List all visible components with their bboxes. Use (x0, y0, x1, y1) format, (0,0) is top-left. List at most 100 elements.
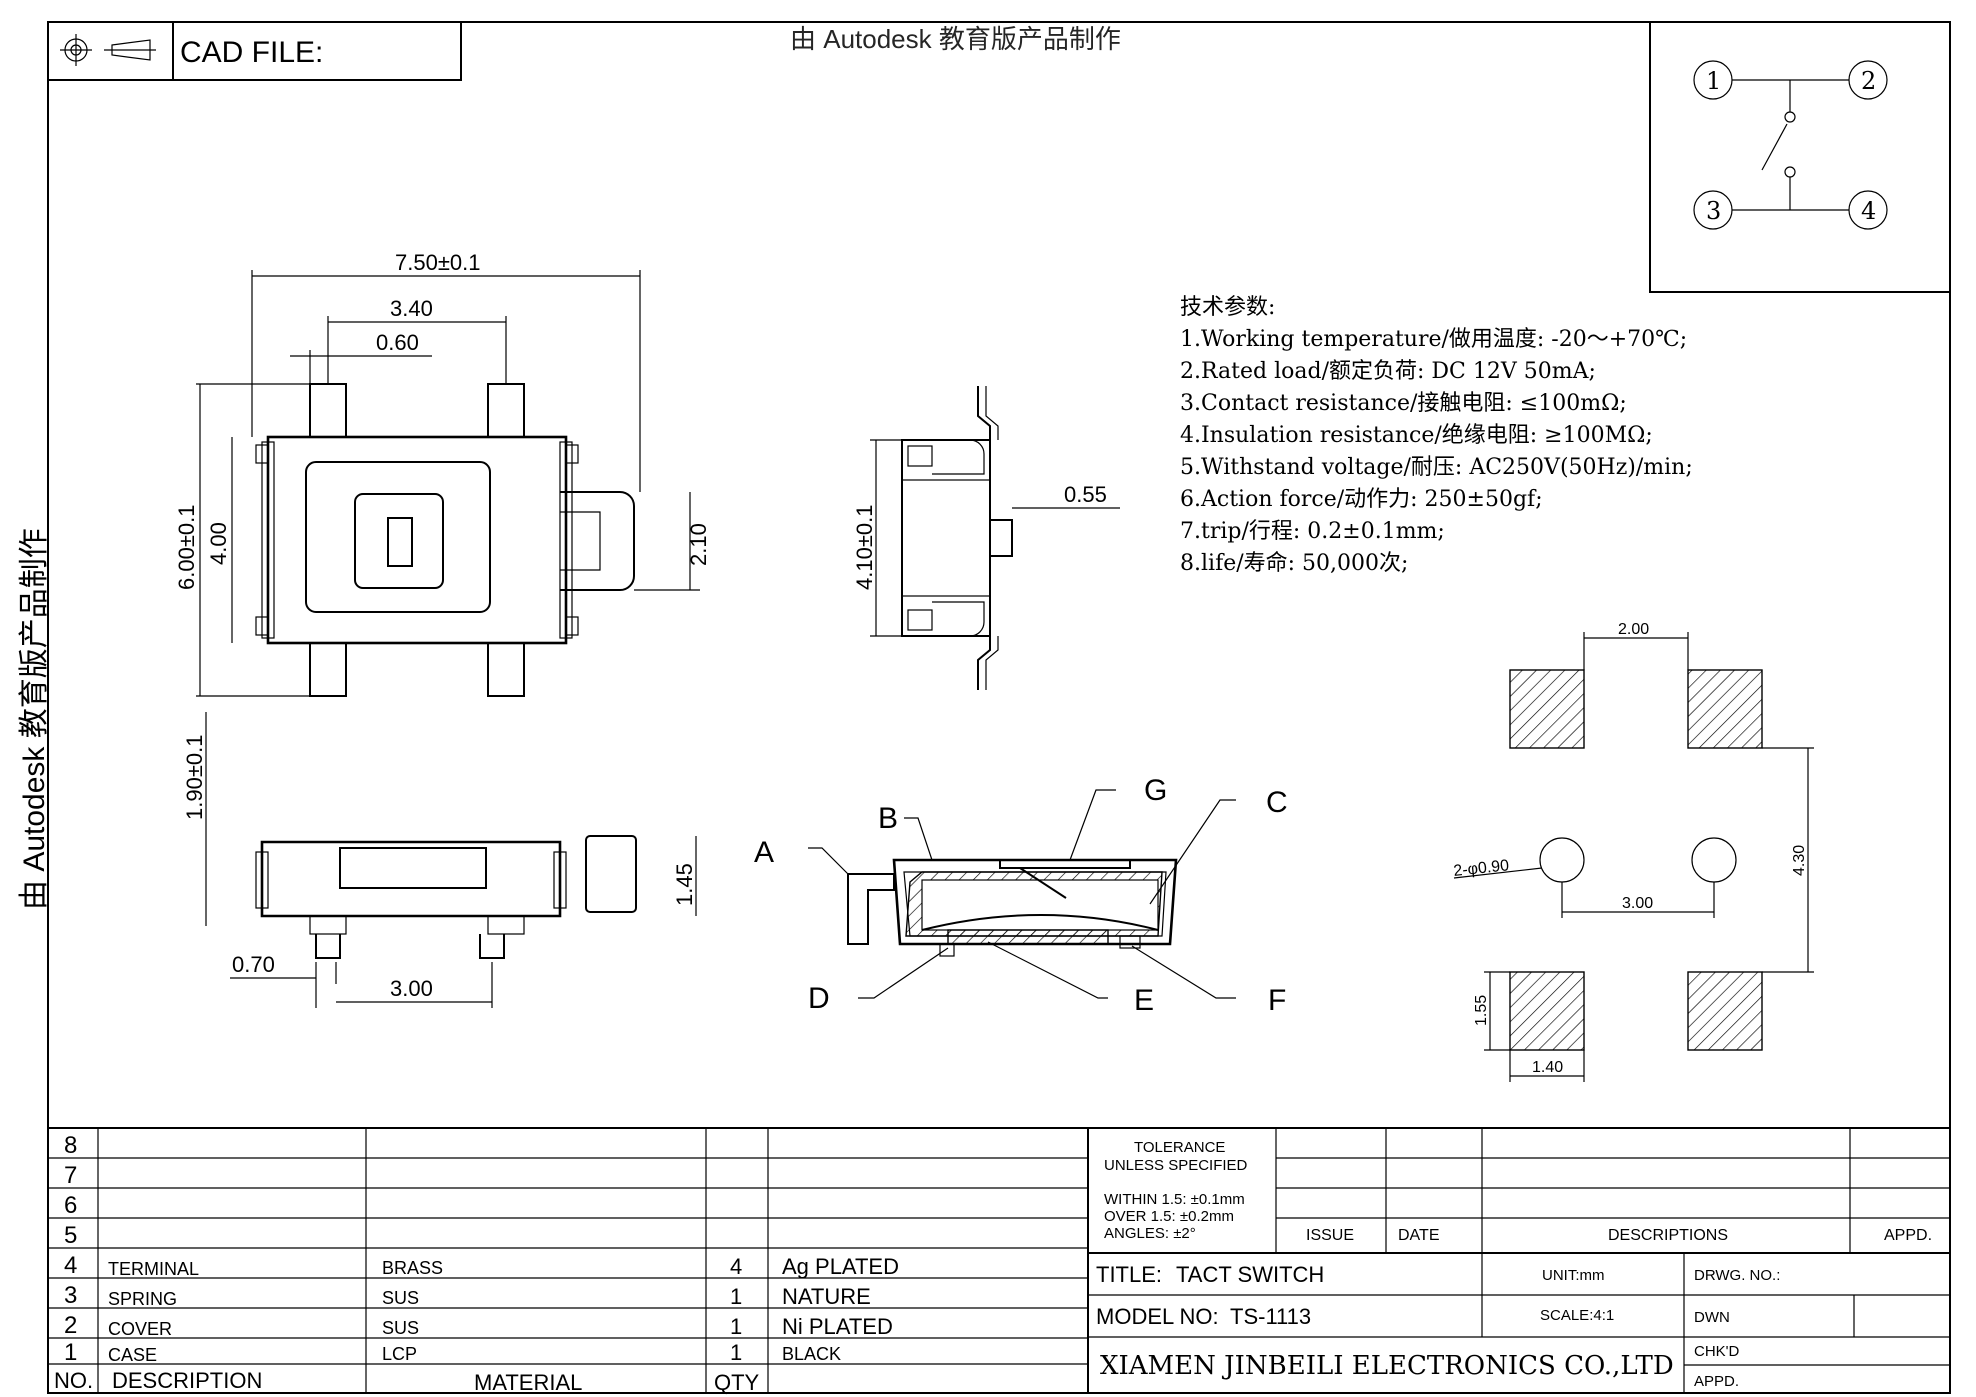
section-label-b: B (878, 802, 898, 835)
section-label-a: A (754, 836, 774, 869)
front-view: 1.90±0.1 1.45 0.70 3.00 (182, 712, 697, 1008)
tolerance-line: UNLESS SPECIFIED (1104, 1157, 1248, 1174)
bom-row-no: 7 (64, 1162, 77, 1189)
scale-label: SCALE:4:1 (1540, 1307, 1614, 1324)
dim-front-300: 3.00 (390, 976, 433, 1001)
company-name: XIAMEN JINBEILI ELECTRONICS CO.,LTD (1100, 1351, 1674, 1381)
tolerance-line: TOLERANCE (1134, 1139, 1225, 1156)
drwg-no-label: DRWG. NO.: (1694, 1267, 1780, 1284)
appd-label: APPD. (1694, 1373, 1739, 1390)
dim-front-190: 1.90±0.1 (182, 735, 207, 820)
dim-top-width: 7.50±0.1 (395, 250, 480, 275)
dim-pad-300: 3.00 (1622, 895, 1653, 912)
rev-header-descriptions: DESCRIPTIONS (1608, 1227, 1728, 1244)
top-view: 7.50±0.1 3.40 0.60 6.00±0.1 4.00 2.10 (174, 250, 711, 697)
model-label: MODEL NO: (1096, 1304, 1219, 1329)
spec-list: 技术参数: 1.Working temperature/做用温度: -20～+7… (1180, 295, 1693, 576)
bom-row-desc: COVER (108, 1319, 172, 1339)
bom-row-qty: 1 (730, 1314, 742, 1339)
title-label: TITLE: (1096, 1262, 1162, 1287)
dim-top-210: 2.10 (686, 523, 711, 566)
bom-row-material: BRASS (382, 1258, 443, 1278)
dim-pad-140: 1.40 (1532, 1059, 1563, 1076)
tolerance-line: OVER 1.5: ±0.2mm (1104, 1208, 1234, 1225)
spec-item: 7.trip/行程: 0.2±0.1mm; (1180, 519, 1445, 544)
pin-4: 4 (1861, 197, 1876, 225)
bom-row-desc: CASE (108, 1345, 157, 1365)
section-label-d: D (808, 982, 830, 1015)
title-value: TACT SWITCH (1176, 1262, 1324, 1287)
bom-row-no: 5 (64, 1222, 77, 1249)
section-label-f: F (1268, 984, 1286, 1017)
spec-heading: 技术参数: (1180, 295, 1275, 320)
pad-layout: 2.00 4.30 3.00 2-φ0.90 1.55 1.40 (1453, 621, 1814, 1082)
rev-header-appd: APPD. (1884, 1227, 1932, 1244)
dim-pad-hole: 2-φ0.90 (1453, 857, 1510, 880)
bom-row-no: 1 (64, 1339, 77, 1366)
bom-row-desc: TERMINAL (108, 1259, 199, 1279)
dwn-label: DWN (1694, 1309, 1730, 1326)
dim-top-340: 3.40 (390, 296, 433, 321)
bom-row-qty: 4 (730, 1254, 742, 1279)
dim-pad-430: 4.30 (1791, 845, 1808, 876)
bom-row-no: 2 (64, 1312, 77, 1339)
dim-front-145: 1.45 (672, 863, 697, 906)
bom-row-no: 4 (64, 1252, 77, 1279)
bom-table: 8 7 6 5 4 3 2 1 TERMINAL SPRING COVER CA… (48, 1127, 1950, 1395)
bom-header-material: MATERIAL (474, 1370, 582, 1395)
bom-row-finish: NATURE (782, 1284, 871, 1309)
bom-row-no: 3 (64, 1282, 77, 1309)
bom-row-finish: BLACK (782, 1344, 841, 1364)
bom-header-no: NO. (54, 1368, 93, 1393)
projection-symbol-icon (60, 34, 156, 66)
spec-item: 8.life/寿命: 50,000次; (1180, 551, 1408, 576)
switch-schematic: 1 2 3 4 (1649, 21, 1951, 293)
bom-row-finish: Ni PLATED (782, 1314, 893, 1339)
spec-item: 5.Withstand voltage/耐压: AC250V(50Hz)/min… (1180, 455, 1693, 480)
spec-item: 1.Working temperature/做用温度: -20～+70℃; (1180, 327, 1687, 352)
bom-row-qty: 1 (730, 1340, 742, 1365)
bom-row-desc: SPRING (108, 1289, 177, 1309)
title-block: TOLERANCE UNLESS SPECIFIED WITHIN 1.5: ±… (1088, 1128, 1950, 1393)
tolerance-line: WITHIN 1.5: ±0.1mm (1104, 1191, 1245, 1208)
bom-header-description: DESCRIPTION (112, 1368, 262, 1393)
pin-2: 2 (1861, 67, 1876, 95)
pin-3: 3 (1706, 197, 1721, 225)
unit-label: UNIT:mm (1542, 1267, 1605, 1284)
dim-top-height: 6.00±0.1 (174, 505, 199, 590)
cad-file-label: CAD FILE: (180, 36, 323, 69)
bom-header-qty: QTY (714, 1370, 760, 1395)
bom-row-qty: 1 (730, 1284, 742, 1309)
rev-header-issue: ISSUE (1306, 1227, 1354, 1244)
chkd-label: CHK'D (1694, 1343, 1740, 1360)
rev-header-date: DATE (1398, 1227, 1439, 1244)
sheet-border (47, 21, 1951, 1394)
section-view: A B G C D E F (754, 774, 1288, 1017)
spec-item: 2.Rated load/额定负荷: DC 12V 50mA; (1180, 359, 1596, 384)
bom-row-no: 8 (64, 1132, 77, 1159)
dim-side-055: 0.55 (1064, 482, 1107, 507)
section-label-e: E (1134, 984, 1154, 1017)
dim-pad-200: 2.00 (1618, 621, 1649, 638)
dim-pad-155: 1.55 (1473, 995, 1490, 1026)
spec-item: 6.Action force/动作力: 250±50gf; (1180, 487, 1543, 512)
model-value: TS-1113 (1230, 1304, 1311, 1329)
dim-top-400: 4.00 (206, 522, 231, 565)
tolerance-line: ANGLES: ±2° (1104, 1225, 1196, 1242)
side-view: 4.10±0.1 0.55 (852, 386, 1120, 690)
bom-row-material: LCP (382, 1344, 417, 1364)
spec-item: 3.Contact resistance/接触电阻: ≤100mΩ; (1180, 391, 1627, 416)
spec-item: 4.Insulation resistance/绝缘电阻: ≥100MΩ; (1180, 423, 1653, 448)
bom-row-material: SUS (382, 1288, 419, 1308)
pin-1: 1 (1706, 67, 1721, 95)
watermark-left: 由 Autodesk 教育版产品制作 (18, 528, 51, 910)
section-label-c: C (1266, 786, 1288, 819)
dim-side-410: 4.10±0.1 (852, 505, 877, 590)
bom-row-material: SUS (382, 1318, 419, 1338)
bom-row-finish: Ag PLATED (782, 1254, 899, 1279)
dim-top-060: 0.60 (376, 330, 419, 355)
cad-file-box: CAD FILE: (47, 21, 462, 81)
section-label-g: G (1144, 774, 1167, 807)
watermark-top: 由 Autodesk 教育版产品制作 (790, 24, 1121, 54)
